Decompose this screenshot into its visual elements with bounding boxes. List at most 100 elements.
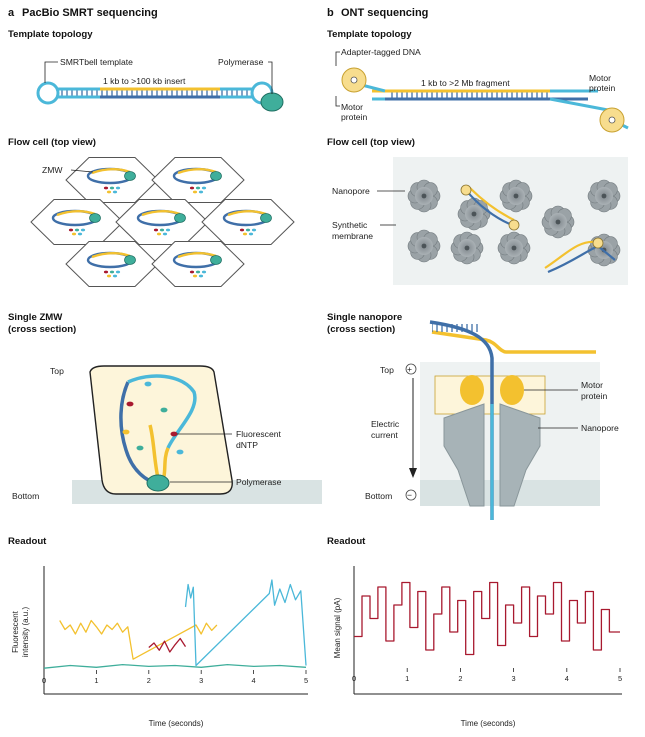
zmw-dntp-dot <box>109 270 115 274</box>
zmw-dntp-dot <box>68 228 74 232</box>
zmw-template-strand <box>56 210 96 217</box>
a-flow-cell-heading: Flow cell (top view) <box>8 137 96 148</box>
x-tick-label: 0 <box>352 674 356 683</box>
zmw-polymerase-icon <box>174 213 186 223</box>
x-tick-label: 5 <box>304 676 308 685</box>
zmw-dntp-dot <box>115 186 121 190</box>
adapter-label: Adapter-tagged DNA <box>341 47 421 57</box>
zmw-dntp-dot <box>103 270 109 274</box>
motor-protein-right-label-2: protein <box>589 83 615 93</box>
motor-protein-left-label-1: Motor <box>341 102 363 112</box>
nanopore-icon <box>499 179 533 213</box>
zmw-dntp-dot <box>245 228 251 232</box>
nanopore-pore-label: Nanopore <box>581 423 619 433</box>
nanopore-bottom-label: Bottom <box>365 491 392 501</box>
x-tick-label: 4 <box>565 674 569 683</box>
electric-current-label-1: Electric <box>371 419 400 429</box>
zmw-polymerase-icon <box>89 213 101 223</box>
zmw-dntp-dot <box>189 186 195 190</box>
zmw-template-strand <box>227 210 267 217</box>
zmw-dntp-dot <box>77 232 83 236</box>
zmw-cross-section <box>72 365 322 504</box>
motor-protein-left-label-2: protein <box>341 112 367 122</box>
zmw-dntp-dot <box>115 270 121 274</box>
zmw-dntp-dot <box>162 232 168 236</box>
zmw-dntp-dot <box>198 274 204 278</box>
nanopore-channel <box>464 245 470 251</box>
fluorescent-dntp-label-1: Fluorescent <box>236 429 282 439</box>
nanopore-cross-section <box>405 320 600 520</box>
zmw-dntp-dot <box>201 270 207 274</box>
zmw-dntp-dot <box>106 190 112 194</box>
zmw-template-strand <box>177 168 217 175</box>
nanopore-flowcell-label: Nanopore <box>332 186 370 196</box>
zmw-dntp-dot <box>165 228 171 232</box>
insert-label: 1 kb to >100 kb insert <box>103 76 186 86</box>
single-zmw-heading-2: (cross section) <box>8 324 76 335</box>
x-tick-label: 1 <box>405 674 409 683</box>
zmw-dntp-dot <box>195 186 201 190</box>
polymerase-label: Polymerase <box>218 57 264 67</box>
a-readout-heading: Readout <box>8 536 47 547</box>
zmw-dntp-dot <box>192 274 198 278</box>
panel-b-title: ONT sequencing <box>341 7 428 19</box>
zmw-dntp-dot <box>159 228 165 232</box>
zmw-dntp-dot <box>106 274 112 278</box>
x-tick-label: 2 <box>147 676 151 685</box>
zmw-polymerase-icon <box>210 171 222 181</box>
zmw-hexagon <box>201 199 295 245</box>
zmw-template-strand <box>91 168 131 175</box>
zmw-dntp-dot <box>112 274 118 278</box>
zmw-hexagon <box>65 241 159 287</box>
b-flow-cell-heading: Flow cell (top view) <box>327 137 415 148</box>
zmw-dntp-dot <box>198 190 204 194</box>
smrtbell-template-label: SMRTbell template <box>60 57 133 67</box>
x-tick-label: 3 <box>199 676 203 685</box>
signal-series <box>354 581 620 656</box>
zmw-dntp-dot <box>71 232 77 236</box>
fluorescence-chart: Fluorescent intensity (a.u.) Time (secon… <box>11 566 308 728</box>
motor-protein-pore-label-1: Motor <box>581 380 603 390</box>
x-tick-label: 0 <box>42 676 46 685</box>
nanopore-channel <box>421 193 427 199</box>
flow-cell-strands <box>460 184 616 274</box>
single-zmw-heading-1: Single ZMW <box>8 312 63 323</box>
zmw-dntp-dot <box>112 190 118 194</box>
zmw-dntp-dot <box>103 186 109 190</box>
minus-sign: − <box>407 490 412 500</box>
zmw-label: ZMW <box>42 165 63 175</box>
zmw-dntp-dot <box>192 190 198 194</box>
nanopore-channel <box>471 211 477 217</box>
zmw-dntp-dot <box>153 228 159 232</box>
motor-protein-pore-label-2: protein <box>581 391 607 401</box>
plus-sign: + <box>407 364 412 374</box>
zmw-template-strand <box>141 210 181 217</box>
fragment-label: 1 kb to >2 Mb fragment <box>421 78 510 88</box>
panel-a-title: PacBio SMRT sequencing <box>22 7 158 19</box>
nanopore-channel <box>601 193 607 199</box>
chart-a-ylabel-2: intensity (a.u.) <box>21 607 30 658</box>
nanopore-icon <box>407 179 441 213</box>
nanopore-icon <box>497 231 531 265</box>
zmw-polymerase-icon <box>124 171 136 181</box>
zmw-dntp-dot <box>248 232 254 236</box>
signal-series <box>184 579 307 667</box>
zmw-top-label: Top <box>50 366 64 376</box>
nanopore-channel <box>421 243 427 249</box>
fluorescent-dntp-label-2: dNTP <box>236 440 258 450</box>
zmw-dntp-dot <box>74 228 80 232</box>
nanopore-channel <box>511 245 517 251</box>
b-template-topology-heading: Template topology <box>327 29 412 40</box>
zmw-dntp-dot <box>109 186 115 190</box>
nanopore-channel <box>513 193 519 199</box>
zmw-dntp-dot <box>201 186 207 190</box>
zmw-hexagon <box>65 157 159 203</box>
nanopore-array <box>407 179 621 267</box>
zmw-hexagon <box>115 199 209 245</box>
electric-current-label-2: current <box>371 430 398 440</box>
zmw-dntp-dot <box>156 232 162 236</box>
ont-template-diagram <box>335 51 629 133</box>
chart-b-ylabel: Mean signal (pA) <box>333 597 342 658</box>
